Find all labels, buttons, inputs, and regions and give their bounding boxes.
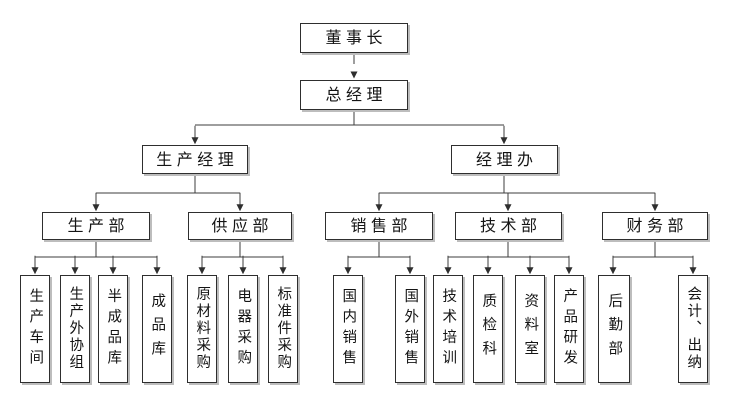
org-node-label: 生产外协组 <box>67 286 84 372</box>
org-node-archive-room: 资料室 <box>515 275 545 383</box>
org-node-finished-goods-warehouse: 成品库 <box>142 275 172 383</box>
org-node-production-dept: 生产部 <box>42 212 150 240</box>
org-node-semi-finished-goods-warehouse: 半成品库 <box>98 275 128 383</box>
org-node-label: 总经理 <box>325 85 387 104</box>
org-node-production-outsourcing-group: 生产外协组 <box>60 275 90 383</box>
org-node-quality-inspection-section: 质检科 <box>473 275 503 383</box>
org-node-label: 质检科 <box>480 293 497 365</box>
org-node-technical-training: 技术培训 <box>433 275 463 383</box>
org-node-sales-dept: 销售部 <box>325 212 433 240</box>
org-node-label: 技术培训 <box>440 287 457 371</box>
org-node-label: 资料室 <box>522 293 539 365</box>
org-node-label: 成品库 <box>149 293 166 365</box>
org-node-electrical-purchasing: 电器采购 <box>228 275 258 383</box>
org-node-label: 供应部 <box>211 216 273 235</box>
org-node-technology-dept: 技术部 <box>455 212 562 240</box>
org-node-standard-parts-purchasing: 标准件采购 <box>268 275 298 383</box>
org-node-label: 财务部 <box>626 216 688 235</box>
org-node-production-workshop: 生产车间 <box>20 275 50 383</box>
org-node-label: 会计、出纳 <box>685 286 702 372</box>
org-node-product-rd: 产品研发 <box>554 275 584 383</box>
org-node-raw-material-purchasing: 原材料采购 <box>187 275 217 383</box>
org-node-label: 标准件采购 <box>275 286 292 372</box>
org-node-manager-office: 经理办 <box>451 145 558 174</box>
org-node-label: 生产部 <box>67 216 129 235</box>
connector-rails <box>35 53 693 258</box>
org-node-label: 生产经理 <box>156 149 239 169</box>
org-node-label: 董事长 <box>325 28 387 47</box>
org-node-overseas-sales: 国外销售 <box>395 275 425 383</box>
connector-arrows <box>31 125 697 275</box>
org-node-label: 原材料采购 <box>194 286 211 372</box>
org-node-label: 国外销售 <box>402 287 419 371</box>
org-node-label: 电器采购 <box>235 287 252 371</box>
org-node-production-manager: 生产经理 <box>142 145 248 174</box>
arrow-down-icon <box>350 71 358 79</box>
org-node-label: 国内销售 <box>340 287 357 371</box>
org-node-logistics-dept: 后勤部 <box>598 275 630 383</box>
org-node-general-manager: 总经理 <box>300 80 408 110</box>
org-node-finance-dept: 财务部 <box>602 212 708 240</box>
org-node-label: 销售部 <box>350 216 412 235</box>
org-node-label: 经理办 <box>476 149 538 169</box>
org-node-chairman: 董事长 <box>300 23 408 53</box>
org-node-domestic-sales: 国内销售 <box>333 275 363 383</box>
org-node-label: 半成品库 <box>105 287 122 371</box>
org-node-label: 产品研发 <box>561 287 578 371</box>
org-node-label: 后勤部 <box>606 293 623 365</box>
org-node-supply-dept: 供应部 <box>188 212 292 240</box>
org-node-label: 技术部 <box>480 216 542 235</box>
org-node-accounting-cashier: 会计、出纳 <box>678 275 708 383</box>
org-node-label: 生产车间 <box>27 287 44 371</box>
